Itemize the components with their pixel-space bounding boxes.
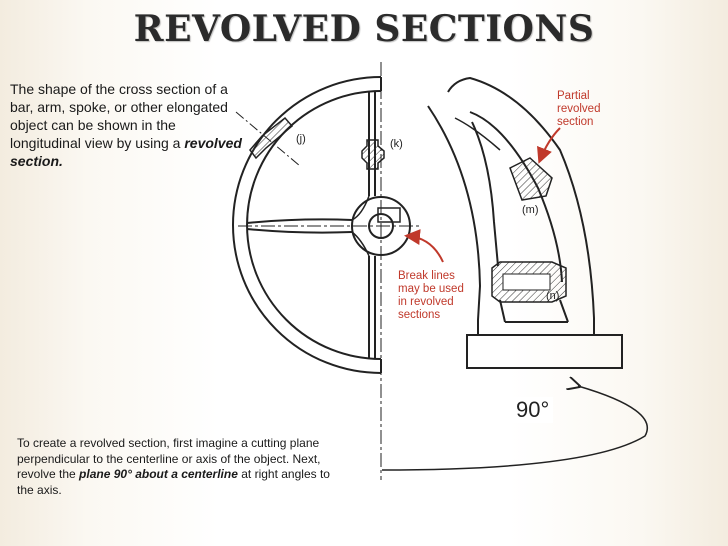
callout-arrows — [404, 127, 561, 263]
slide-title: REVOLVED SECTIONS — [133, 8, 595, 50]
caption-text-1: To create a revolved section, first imag… — [17, 436, 321, 481]
partial-callout: Partial revolved section — [557, 90, 600, 129]
centerlines — [238, 62, 420, 480]
label-j: (j) — [296, 133, 306, 145]
section-j-drawing — [235, 111, 301, 167]
break-lines-callout-line: sections — [398, 309, 441, 321]
break-lines-callout: Break lines may be used in revolved sect… — [398, 270, 464, 322]
caption-paragraph: To create a revolved section, first imag… — [17, 436, 347, 498]
handwheel-drawing — [232, 76, 411, 374]
label-k: (k) — [390, 138, 403, 150]
label-n: (n) — [546, 290, 560, 302]
section-m-drawing — [509, 157, 553, 201]
break-lines-callout-line: may be used — [398, 283, 464, 295]
angle-label: 90° — [512, 397, 554, 423]
section-n-drawing — [491, 261, 567, 303]
label-m: (m) — [522, 204, 539, 216]
partial-callout-line: section — [557, 116, 594, 128]
partial-callout-line: revolved — [557, 103, 601, 115]
caption-emphasis: plane 90° about a centerline — [79, 467, 238, 481]
break-lines-callout-line: in revolved — [398, 296, 454, 308]
partial-callout-line: Partial — [557, 90, 590, 102]
intro-text: The shape of the cross section of a bar,… — [10, 81, 228, 151]
break-lines-callout-line: Break lines — [398, 270, 455, 282]
section-k-drawing — [361, 139, 385, 170]
caption-text-2: at right angles to the axis. — [17, 467, 330, 497]
revolve-arrow — [381, 386, 648, 471]
arm-drawing — [427, 76, 623, 369]
intro-paragraph: The shape of the cross section of a bar,… — [10, 80, 246, 170]
intro-emphasis: revolved section. — [10, 135, 242, 169]
